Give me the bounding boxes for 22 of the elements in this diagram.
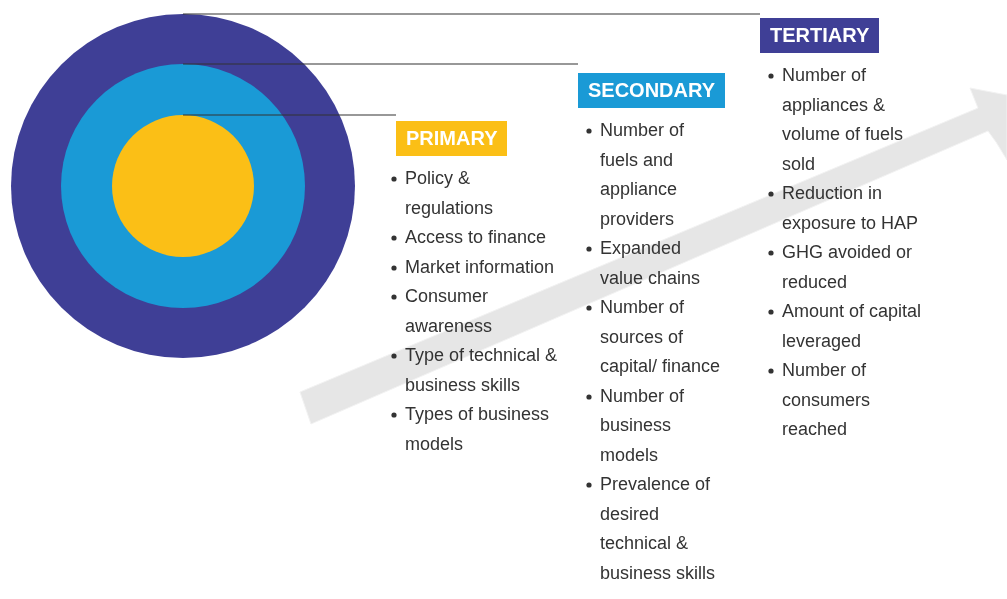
list-item-text: Expanded value chains — [600, 238, 701, 288]
list-item-text: Number of consumers reached — [782, 360, 871, 439]
list-item-text: Reduction in exposure to HAP — [782, 183, 919, 233]
list-item-text: Consumer awareness — [405, 286, 493, 336]
list-item-text: Number of fuels and appliance providers — [600, 120, 685, 229]
list-item-text: Access to finance — [405, 227, 547, 247]
list-item-text: Market information — [405, 256, 555, 277]
list-item-text: Number of sources of capital/ finance — [600, 297, 721, 376]
list-item-text: Prevalence of desired technical & business skills — [600, 474, 716, 583]
leader-line — [182, 13, 761, 15]
list-item-text: Number of business models — [600, 385, 685, 465]
leader-line — [182, 114, 397, 116]
heading-label: SECONDARY — [578, 73, 726, 108]
list-item-text: Amount of capital leveraged — [782, 301, 922, 351]
leader-line — [182, 63, 579, 65]
list-item-text: Type of technical & business skills — [405, 345, 558, 395]
list-item-text: GHG avoided or reduced — [782, 242, 913, 292]
list-item-text: Policy & regulations — [405, 168, 494, 218]
heading-label: PRIMARY — [396, 121, 508, 156]
list-item-text: Number of appliances & volume of fuels sold — [782, 65, 904, 174]
heading-label: TERTIARY — [760, 18, 880, 53]
list-item-text: Types of business models — [405, 404, 550, 454]
